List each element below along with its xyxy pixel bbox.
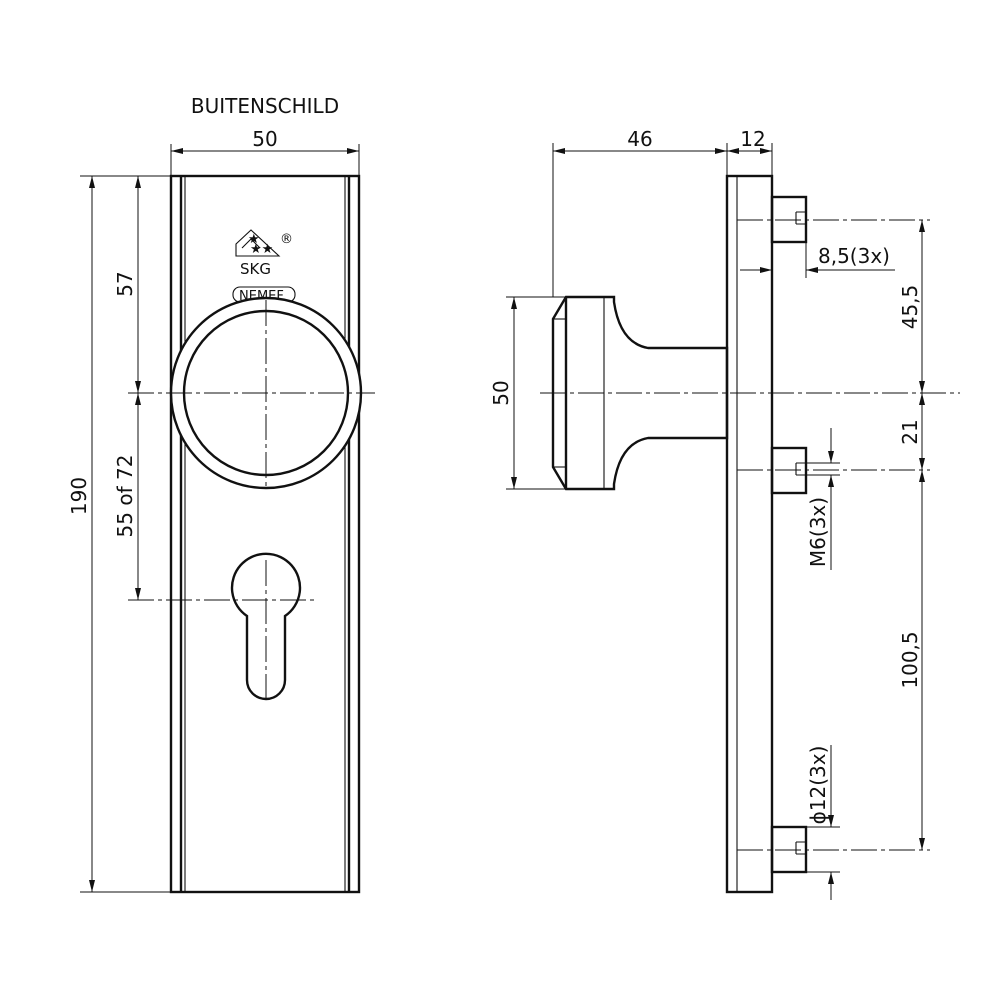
dim-screw-depth-label: 8,5(3x): [818, 244, 890, 268]
dim-width-label: 50: [252, 127, 277, 151]
dim-total-height: [80, 175, 171, 893]
svg-text:★: ★: [248, 232, 260, 247]
dim-bottom-screw-label: 100,5: [898, 631, 922, 688]
dim-knob-to-cylinder: [135, 393, 141, 600]
cylinder-cutout: [230, 552, 302, 701]
skg-label: SKG: [240, 260, 271, 278]
dim-thread-label: M6(3x): [806, 497, 830, 567]
dim-mid-screw-label: 21: [898, 419, 922, 444]
side-plate: [725, 174, 774, 894]
dim-plate-depth-label: 12: [740, 127, 765, 151]
dim-top-screw: [919, 220, 925, 393]
escutcheon-plate: [169, 174, 361, 894]
front-view: ★★ ★ ® SKG NEMEF BUITENSCHILD 50: [67, 94, 375, 894]
dim-boss-diameter-label: ϕ12(3x): [806, 746, 830, 825]
dim-top-screw-label: 45,5: [898, 285, 922, 330]
dim-top: [135, 176, 141, 393]
registered-mark: ®: [280, 232, 293, 247]
dim-boss-diameter: [806, 745, 840, 900]
knob-profile: [551, 295, 729, 491]
front-title: BUITENSCHILD: [191, 94, 339, 118]
dim-knob-projection-label: 46: [627, 127, 652, 151]
svg-text:★★: ★★: [250, 242, 273, 257]
dim-width: [170, 144, 360, 176]
dim-knob-to-cylinder-label: 55 of 72: [113, 455, 137, 538]
dim-screw-depth: [740, 242, 895, 278]
dim-bottom-screw: [919, 470, 925, 850]
dim-top-label: 57: [113, 271, 137, 296]
dim-plate-depth: [727, 143, 773, 176]
side-view: 46 12 50 8,5(3x): [489, 127, 960, 900]
dim-knob-diameter-label: 50: [489, 380, 513, 405]
dim-mid-screw: [919, 393, 925, 470]
dim-knob-projection: [552, 143, 728, 297]
dim-total-height-label: 190: [67, 477, 91, 515]
skg-logo-icon: ★★ ★: [235, 229, 281, 257]
dim-thread: [806, 428, 840, 570]
dim-knob-diameter: [506, 296, 566, 490]
